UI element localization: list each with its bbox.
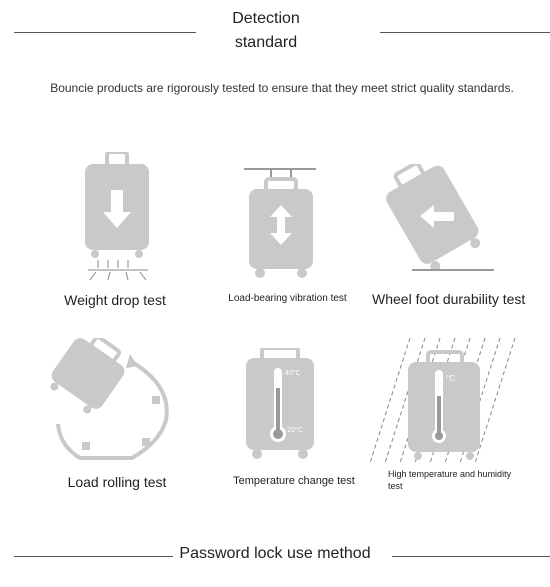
rolling-icon xyxy=(50,338,169,460)
weight-drop-icon xyxy=(85,152,149,281)
footer-title: Password lock use method xyxy=(0,545,550,563)
humidity-unit-label: °C xyxy=(446,374,455,383)
test-label-temperature: Temperature change test xyxy=(233,475,355,487)
temp-cold-label: -20°C xyxy=(285,427,303,434)
temp-hot-label: 40°C xyxy=(285,370,301,377)
test-label-humidity: High temperature and humidity test xyxy=(388,469,512,491)
test-label-vibration: Load-bearing vibration test xyxy=(228,293,347,304)
intro-text: Bouncie products are rigorously tested t… xyxy=(50,81,514,95)
header-rule-right xyxy=(380,32,550,33)
test-label-weight-drop: Weight drop test xyxy=(64,292,166,308)
footer-rule-right xyxy=(392,556,550,557)
humidity-icon xyxy=(370,338,516,463)
vibration-icon xyxy=(244,168,316,278)
footer-title-text: Password lock use method xyxy=(173,545,377,562)
test-label-load-rolling: Load rolling test xyxy=(67,474,167,490)
header-rule-left xyxy=(14,32,196,33)
wheel-durability-icon xyxy=(386,164,494,272)
test-label-wheel-durability: Wheel foot durability test xyxy=(372,291,526,307)
footer-rule-left xyxy=(14,556,182,557)
page-title: Detection standard xyxy=(232,10,300,51)
thermometer-icon xyxy=(246,348,314,459)
